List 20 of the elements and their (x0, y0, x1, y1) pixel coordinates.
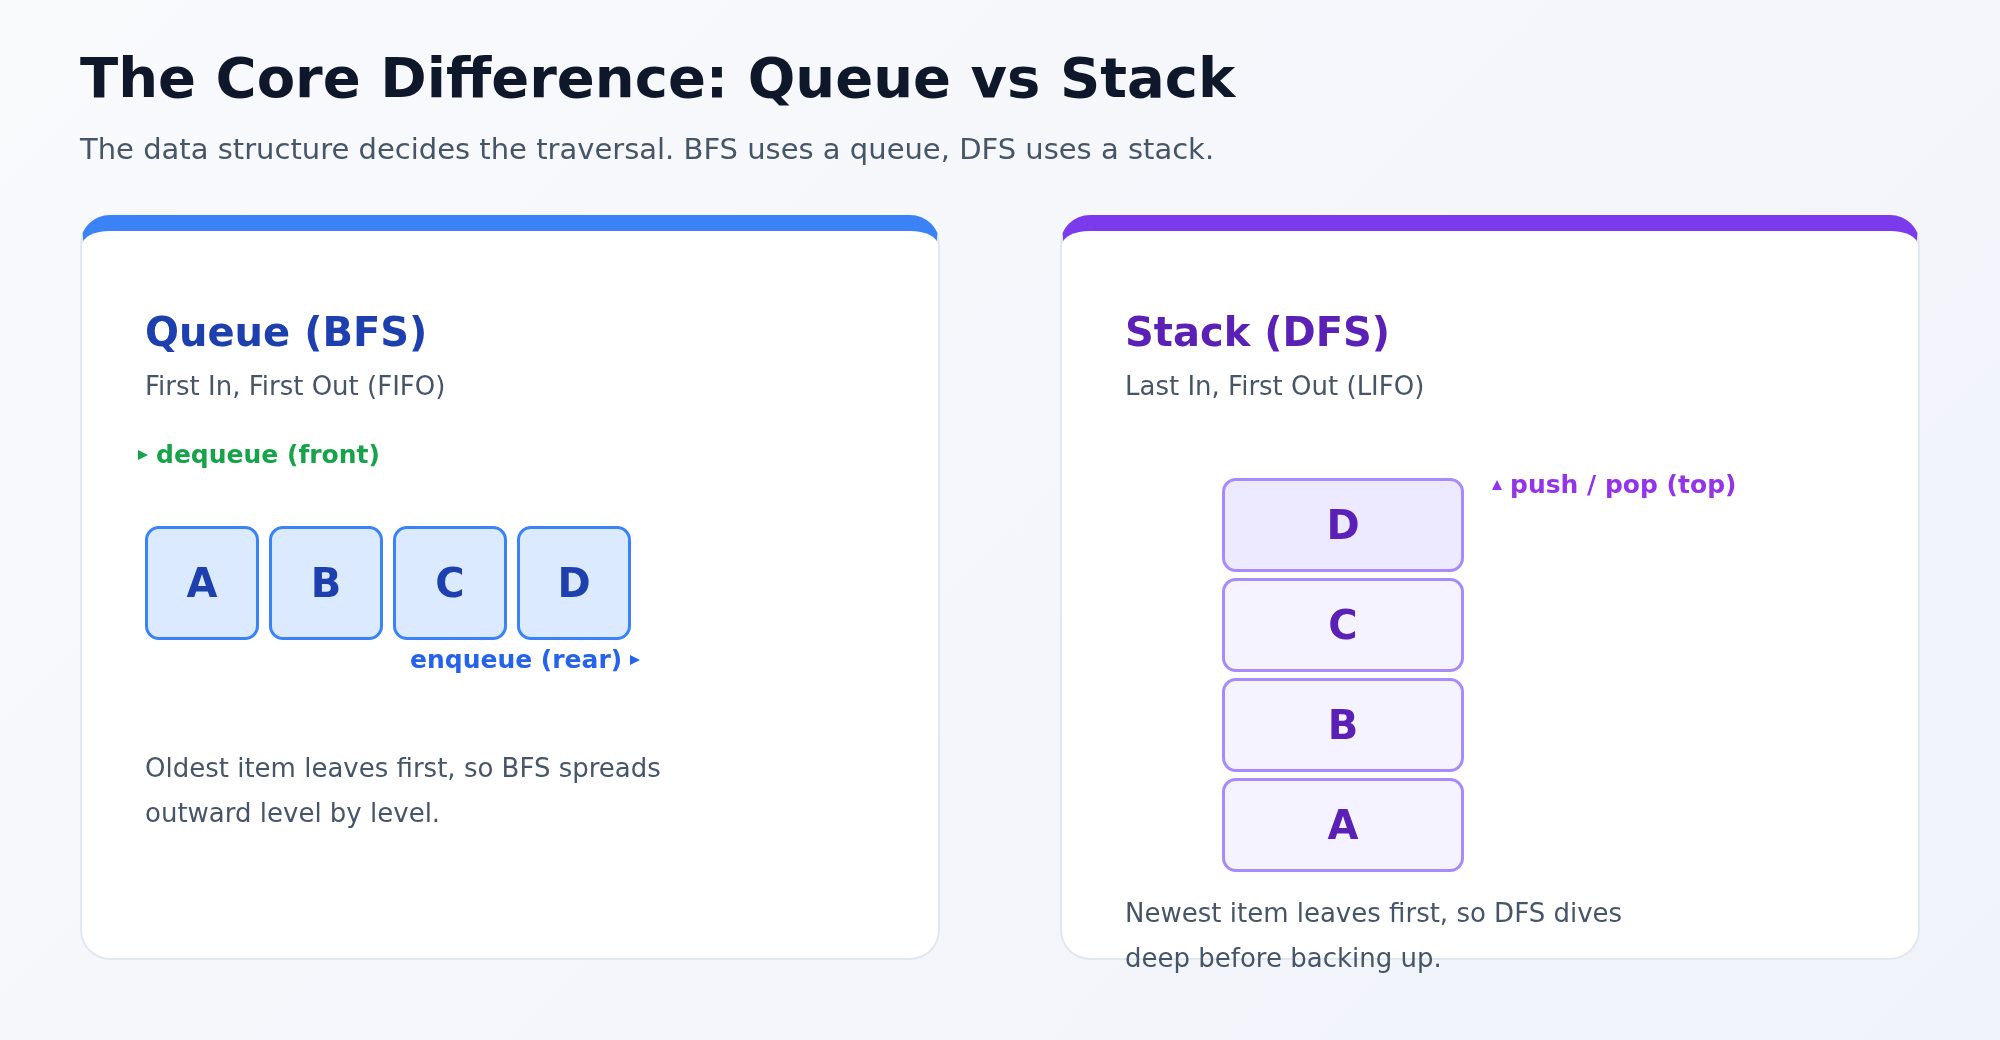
enqueue-label: enqueue (rear) (410, 645, 623, 674)
panel-subtitle: First In, First Out (FIFO) (145, 371, 446, 401)
dequeue-label: dequeue (front) (156, 440, 380, 469)
push-pop-label: push / pop (top) (1510, 470, 1737, 499)
panel-heading: Queue (BFS) (145, 309, 428, 355)
item-box: D (517, 526, 631, 640)
item-box: A (145, 526, 259, 640)
description-text: Oldest item leaves first, so BFS spreads outward level by level. (145, 752, 662, 830)
panel-card (80, 215, 940, 960)
panel-heading: Stack (DFS) (1125, 309, 1391, 355)
panel-subtitle: Last In, First Out (LIFO) (1125, 371, 1425, 401)
page-subtitle: The data structure decides the traversal. BFS uses a queue, DFS uses a stack. (80, 132, 1215, 166)
item-box: D (1222, 478, 1464, 572)
item-box: B (269, 526, 383, 640)
item-box: C (1222, 578, 1464, 672)
item-box: C (393, 526, 507, 640)
description-text: Newest item leaves first, so DFS dives deep before backing up. (1125, 897, 1624, 975)
page-title: The Core Difference: Queue vs Stack (80, 45, 1236, 110)
item-box: B (1222, 678, 1464, 772)
item-box: A (1222, 778, 1464, 872)
